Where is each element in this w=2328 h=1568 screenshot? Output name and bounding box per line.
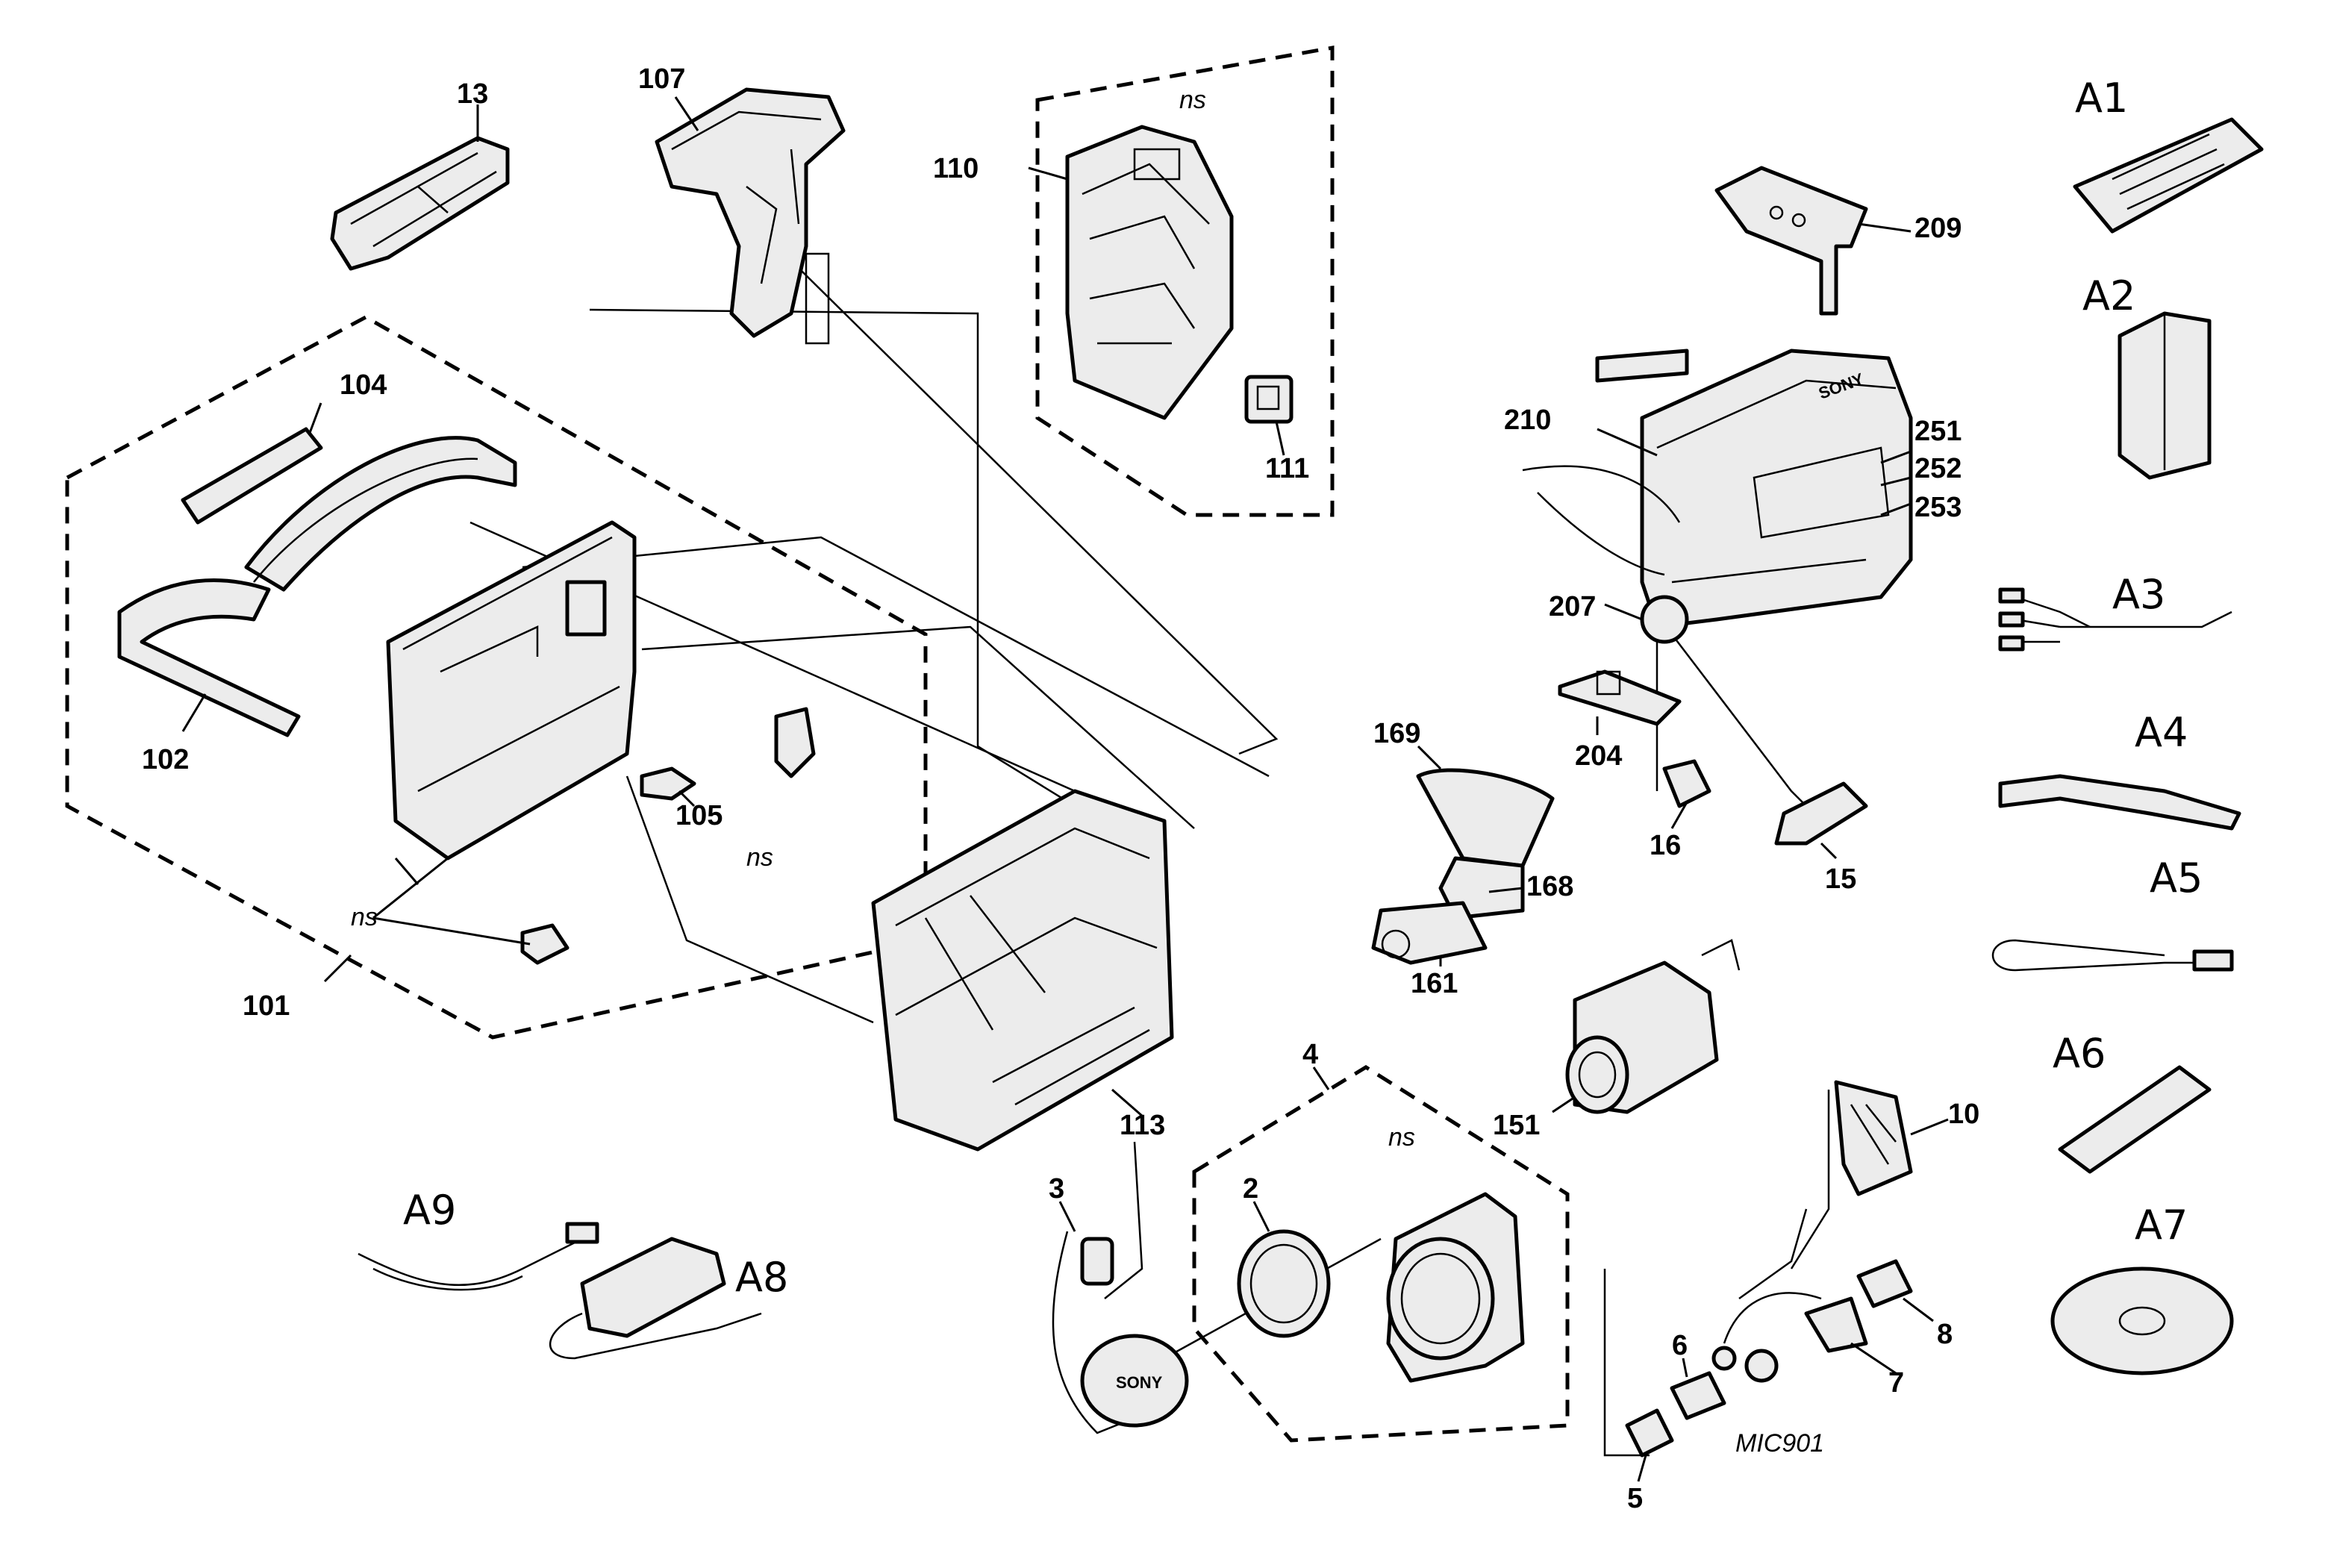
label-253: 253	[1914, 492, 1962, 523]
label-10: 10	[1948, 1099, 1979, 1130]
label-ns-110: ns	[1179, 86, 1206, 114]
part-101-side-cabinet	[323, 520, 816, 983]
part-209-top-plate	[1714, 166, 1912, 316]
accessory-a1-remote	[2073, 117, 2264, 234]
part-10-circuit-board	[1790, 1080, 1949, 1269]
accessory-a8-ac-adapter	[549, 1237, 762, 1360]
part-6-mic-holder	[1670, 1358, 1726, 1420]
part-mic901-microphone	[1711, 1292, 1822, 1383]
accessory-a4-strap	[1998, 774, 2241, 831]
label-168: 168	[1526, 871, 1573, 902]
label-105: 105	[675, 800, 723, 831]
part-5-plate	[1625, 1408, 1674, 1482]
label-6: 6	[1672, 1330, 1688, 1361]
group-outline-4	[1192, 1065, 1570, 1443]
label-210: 210	[1504, 405, 1551, 436]
label-a2: A2	[2082, 272, 2135, 319]
label-204: 204	[1575, 740, 1622, 772]
part-4-lens-assembly	[1312, 1066, 1525, 1383]
part-111-bracket	[1244, 375, 1293, 456]
label-107: 107	[638, 63, 685, 95]
label-101: 101	[243, 990, 290, 1022]
part-8-grille	[1856, 1259, 1934, 1322]
part-2-lens-ring	[1237, 1201, 1331, 1338]
part-102-grip-band	[117, 578, 301, 737]
part-107-top-frame	[655, 87, 846, 345]
label-a4: A4	[2135, 709, 2188, 756]
label-110: 110	[933, 153, 979, 184]
label-ns-101-right: ns	[746, 843, 773, 872]
lens-cap-logo: SONY	[1116, 1373, 1163, 1392]
accessory-labels: A1 A2 A3 A4 A5 A6 A7 A8 A9	[403, 75, 2203, 1301]
group-outline-110	[1035, 46, 1335, 517]
label-3: 3	[1049, 1173, 1064, 1205]
part-204-switch-block	[1558, 669, 1682, 735]
part-3-lens-cap: SONY	[1052, 1201, 1189, 1434]
label-252: 252	[1914, 453, 1962, 484]
label-ns-4: ns	[1388, 1123, 1415, 1152]
label-8: 8	[1937, 1319, 1953, 1350]
accessory-a6-memory-card	[2058, 1065, 2212, 1174]
accessory-a5-usb-cable	[1991, 939, 2234, 972]
part-113-main-chassis	[871, 789, 1174, 1152]
label-5: 5	[1627, 1483, 1643, 1514]
part-151-lens-block	[1552, 939, 1741, 1114]
group-outline-101	[65, 315, 928, 1040]
part-7-mic-cover	[1804, 1296, 1897, 1375]
label-a8: A8	[735, 1254, 788, 1301]
label-102: 102	[142, 744, 189, 775]
label-161: 161	[1411, 968, 1458, 999]
label-16: 16	[1650, 830, 1681, 861]
camera-body: SONY	[1522, 349, 1913, 644]
label-a3: A3	[2112, 571, 2165, 618]
label-7: 7	[1888, 1367, 1904, 1399]
label-a6: A6	[2053, 1030, 2106, 1077]
part-15-side-lid	[1774, 781, 1868, 860]
label-a1: A1	[2075, 75, 2128, 122]
part-169-eyecup	[1416, 745, 1555, 868]
label-251: 251	[1914, 416, 1962, 447]
label-ns-101-left: ns	[351, 903, 378, 931]
part-104-grip-strap	[181, 402, 517, 592]
label-104: 104	[340, 369, 387, 401]
label-13: 13	[457, 78, 488, 110]
label-2: 2	[1243, 1173, 1258, 1205]
label-4: 4	[1302, 1039, 1318, 1070]
part-13-top-cover	[330, 104, 510, 271]
label-a9: A9	[403, 1187, 456, 1234]
label-15: 15	[1825, 863, 1856, 895]
label-a7: A7	[2135, 1202, 2188, 1249]
part-16-clip	[1662, 759, 1711, 829]
label-a5: A5	[2150, 855, 2203, 902]
label-169: 169	[1373, 718, 1420, 749]
accessory-a3-av-cable	[1998, 587, 2232, 652]
label-111: 111	[1265, 453, 1309, 484]
label-209: 209	[1914, 213, 1962, 244]
part-110-frame-assembly	[1028, 125, 1234, 420]
accessory-a2-battery	[2118, 311, 2212, 480]
part-labels: 13 107 110 111 104 102 105 101 113 209 2…	[142, 63, 1979, 1514]
label-151: 151	[1493, 1110, 1540, 1141]
accessory-a7-disc	[2050, 1266, 2234, 1375]
label-mic901: MIC901	[1735, 1429, 1824, 1458]
label-113: 113	[1120, 1110, 1165, 1141]
accessory-a9-power-cord	[358, 1222, 599, 1291]
label-207: 207	[1549, 591, 1596, 622]
part-161-viewfinder-base	[1371, 901, 1488, 966]
